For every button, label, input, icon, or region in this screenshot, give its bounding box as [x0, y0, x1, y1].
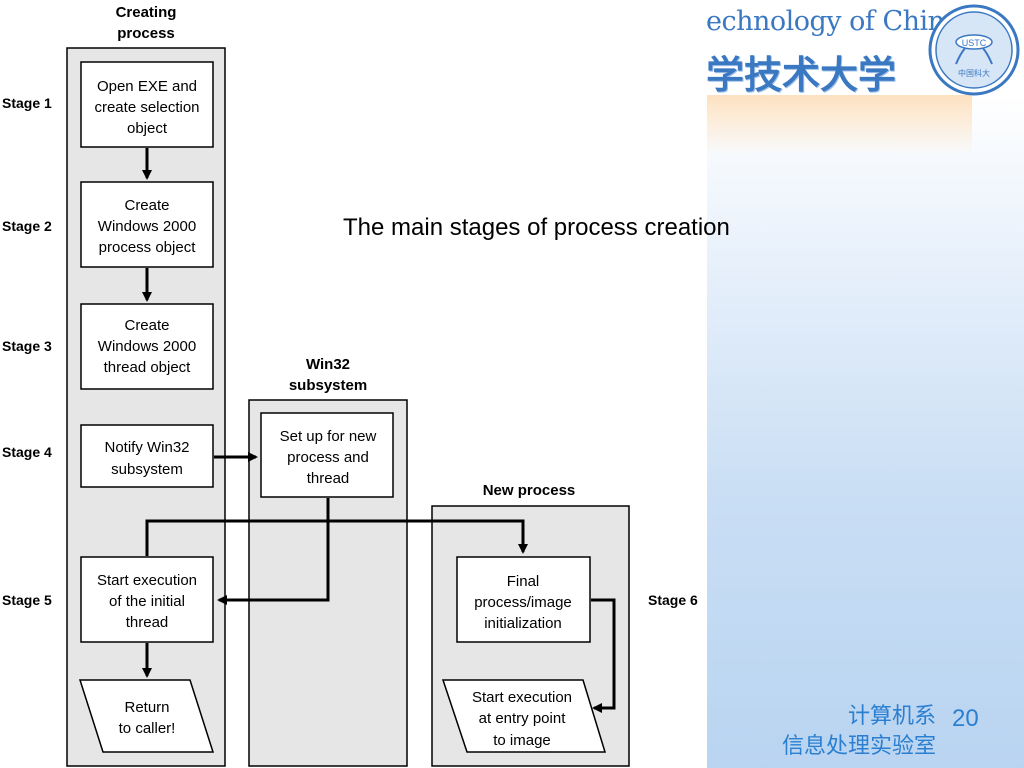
background-gradient	[707, 95, 1024, 768]
notify-box	[80, 424, 214, 488]
header-title-en: echnology of China	[706, 6, 961, 37]
return-box	[78, 679, 215, 753]
setup-box	[260, 412, 394, 498]
create-process-line-1: Create	[124, 197, 169, 214]
arrow-final-entry	[591, 598, 616, 713]
create-process-box	[80, 181, 214, 268]
create-process-line-3: process object	[99, 239, 197, 256]
final-init-line-3: initialization	[484, 615, 562, 632]
creating-heading-2: process	[117, 25, 175, 42]
stage-4-label: Stage 4	[2, 444, 52, 460]
header-title-zh: 学技术大学	[706, 55, 897, 97]
final-init-box	[456, 556, 591, 643]
stage-6-label: Stage 6	[648, 592, 698, 608]
page-number: 20	[952, 705, 979, 732]
start-entry-line-1: Start execution	[472, 689, 572, 706]
start-entry-line-2: at entry point	[479, 710, 567, 727]
start-exec-box	[80, 556, 214, 643]
create-thread-line-2: Windows 2000	[98, 338, 196, 355]
creating-heading-1: Creating	[116, 4, 177, 21]
newproc-heading: New process	[483, 482, 576, 499]
start-exec-line-2: of the initial	[109, 593, 185, 610]
win32-heading-1: Win32	[306, 356, 350, 373]
setup-line-2: process and	[287, 449, 369, 466]
logo-text-top: USTC	[962, 38, 987, 48]
university-logo: USTC 中国科大	[928, 4, 1020, 96]
start-exec-line-3: thread	[126, 614, 169, 631]
stage-1-label: Stage 1	[2, 95, 52, 111]
final-init-line-1: Final	[507, 573, 540, 590]
notify-line-1: Notify Win32	[104, 439, 189, 456]
slide-title: The main stages of process creation	[343, 214, 730, 241]
open-exe-line-3: object	[127, 120, 168, 137]
header-band	[707, 95, 972, 155]
footer-dept: 计算机系	[847, 703, 936, 728]
stage-3-label: Stage 3	[2, 338, 52, 354]
arrow-start-final	[145, 519, 528, 556]
logo-text-bottom: 中国科大	[958, 68, 990, 78]
win32-heading-2: subsystem	[289, 377, 367, 394]
create-thread-line-1: Create	[124, 317, 169, 334]
stage-5-label: Stage 5	[2, 592, 52, 608]
create-thread-box	[80, 303, 214, 390]
start-entry-box	[441, 679, 607, 753]
setup-line-1: Set up for new	[280, 428, 377, 445]
open-exe-box	[80, 61, 214, 148]
return-line-2: to caller!	[119, 720, 176, 737]
setup-line-3: thread	[307, 470, 350, 487]
start-exec-line-1: Start execution	[97, 572, 197, 589]
final-init-line-2: process/image	[474, 594, 572, 611]
arrow-setup-start	[217, 498, 330, 605]
start-entry-line-3: to image	[493, 732, 551, 749]
return-line-1: Return	[124, 699, 169, 716]
create-thread-line-3: thread object	[104, 359, 192, 376]
notify-line-2: subsystem	[111, 461, 183, 478]
create-process-line-2: Windows 2000	[98, 218, 196, 235]
open-exe-line-1: Open EXE and	[97, 78, 197, 95]
stage-2-label: Stage 2	[2, 218, 52, 234]
open-exe-line-2: create selection	[94, 99, 199, 116]
footer-lab: 信息处理实验室	[781, 733, 936, 758]
